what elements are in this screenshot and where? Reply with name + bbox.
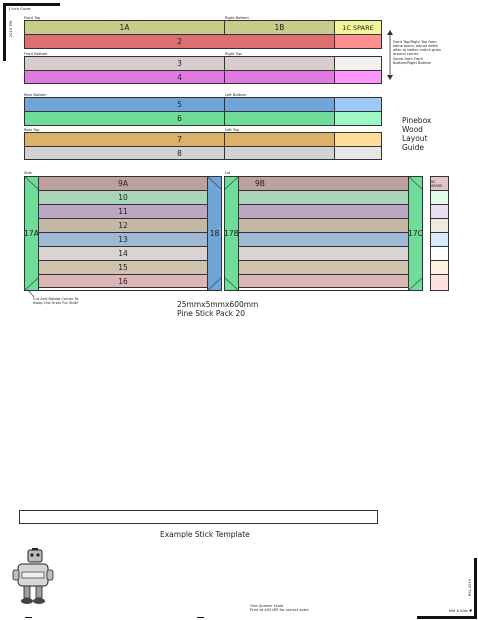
corner-label-tl: 1 Inch Guide <box>8 7 31 11</box>
stick-4-spare <box>334 70 382 84</box>
label-front-bottom: Front Bottom <box>24 52 48 56</box>
stick-15-right <box>238 260 409 275</box>
label-rear-top: Rear Top <box>24 128 40 132</box>
stick-10-right <box>238 190 409 205</box>
label-front-top: Front Top <box>24 16 41 20</box>
corner-mark-tl-left <box>3 3 6 61</box>
stick-14-right <box>238 246 409 261</box>
corner-label-br-vertical: RSL 2019 <box>467 578 472 597</box>
stick-13: 13 <box>38 232 208 247</box>
stick-18: 18 <box>207 176 222 291</box>
stick-7-spare <box>334 132 382 147</box>
stick-13-right <box>238 232 409 247</box>
spare-13 <box>430 232 449 247</box>
stick-18-corners <box>207 176 222 291</box>
stick-3-divider <box>224 56 225 71</box>
stick-1c-spare: 1C SPARE <box>334 20 382 35</box>
stick-4-divider <box>224 70 225 84</box>
corner-mark-tl-top <box>3 3 60 6</box>
pack-info: 25mmx5mmx600mm Pine Stick Pack 20 <box>177 300 258 318</box>
spare-12 <box>430 218 449 233</box>
stick-5-spare <box>334 97 382 112</box>
corner-mark-br-right <box>474 558 477 619</box>
label-side: Side <box>24 171 32 175</box>
stick-6-spare <box>334 111 382 126</box>
pack-name: Pine Stick Pack 20 <box>177 309 246 318</box>
stick-5-divider <box>224 97 225 112</box>
stick-17a-label: 17A <box>24 229 39 238</box>
stick-16: 16 <box>38 274 208 288</box>
stick-3-spare <box>334 56 382 71</box>
robot-mascot-icon <box>12 548 54 604</box>
guide-title: Pinebox Wood Layout Guide <box>402 116 431 152</box>
stick-12-right <box>238 218 409 233</box>
stick-11-right <box>238 204 409 219</box>
stick-8-spare <box>334 146 382 160</box>
corner-label-br: Mel & Kids ♥ <box>449 609 473 613</box>
label-rear-bottom: Rear Bottom <box>24 93 47 97</box>
stick-4: 4 <box>24 70 335 84</box>
guide-title-line1: Pinebox <box>402 116 432 125</box>
stick-8-divider <box>224 146 225 160</box>
stick-12: 12 <box>38 218 208 233</box>
guide-title-line3: Layout <box>402 134 428 143</box>
stick-1b: 1B <box>224 20 335 35</box>
stick-2-spare <box>334 34 382 49</box>
example-stick-template-label: Example Stick Template <box>160 530 250 539</box>
label-left-top: Left Top <box>225 128 239 132</box>
corner-mark-br-bottom <box>417 616 477 619</box>
stick-2: 2 <box>24 34 335 49</box>
spare-14 <box>430 246 449 261</box>
stick-11: 11 <box>38 204 208 219</box>
stick-15: 15 <box>38 260 208 275</box>
scale-note-line1: One Quarter Scale <box>250 604 284 608</box>
cut-note: Cut And Rotate Corner To Swap Out Grain … <box>33 297 79 306</box>
spare-11 <box>430 204 449 219</box>
stick-6-divider <box>224 111 225 126</box>
stick-9a: 9A <box>38 176 208 191</box>
spare-10 <box>430 190 449 205</box>
label-lid: Lid <box>225 171 231 175</box>
stick-16-right <box>238 274 409 288</box>
stick-9c-spare: 9C SPARE <box>430 176 449 191</box>
spare-15 <box>430 260 449 275</box>
note-front-top-right-top: Front Top/Right Top from same piece; adj… <box>393 40 442 57</box>
stick-16-bottom <box>38 287 208 291</box>
stick-9b: 9B <box>238 176 409 191</box>
spare-16 <box>430 274 449 291</box>
guide-title-line4: Guide <box>402 143 425 152</box>
example-stick-template-bar <box>19 510 378 524</box>
stick-5: 5 <box>24 97 335 112</box>
corner-label-tl-vertical: 2019 TMI <box>8 20 13 38</box>
label-right-top: Right Top <box>225 52 242 56</box>
bracket-arrow <box>387 30 393 80</box>
label-right-bottom: Right Bottom <box>225 16 249 20</box>
stick-16-right-bottom <box>238 287 409 291</box>
cut-note-leader <box>27 289 35 298</box>
stick-10: 10 <box>38 190 208 205</box>
stick-17b-corners <box>224 176 239 291</box>
stick-17c-corners <box>408 176 423 291</box>
guide-title-line2: Wood <box>402 125 423 134</box>
label-left-bottom: Left Bottom <box>225 93 247 97</box>
scale-note: One Quarter Scale Print At 400 DPI for c… <box>250 604 309 612</box>
stick-17c: 17C <box>408 176 423 291</box>
stick-17b-label: 17B <box>224 229 239 238</box>
stick-14: 14 <box>38 246 208 261</box>
stick-17c-label: 17C <box>408 229 423 238</box>
stick-3: 3 <box>24 56 335 71</box>
stick-1a: 1A <box>24 20 225 35</box>
stick-8: 8 <box>24 146 335 160</box>
bottom-mark-2 <box>197 617 204 618</box>
stick-6: 6 <box>24 111 335 126</box>
bottom-mark-1 <box>25 617 32 618</box>
scale-note-line2: Print At 400 DPI for correct scale <box>250 608 309 613</box>
stick-7-divider <box>224 132 225 147</box>
stick-7: 7 <box>24 132 335 147</box>
pack-size: 25mmx5mmx600mm <box>177 300 259 309</box>
stick-17a-corners <box>24 176 39 291</box>
note-front-bottom-right-bottom: Same from Front Bottom/Right Bottom <box>393 57 432 66</box>
